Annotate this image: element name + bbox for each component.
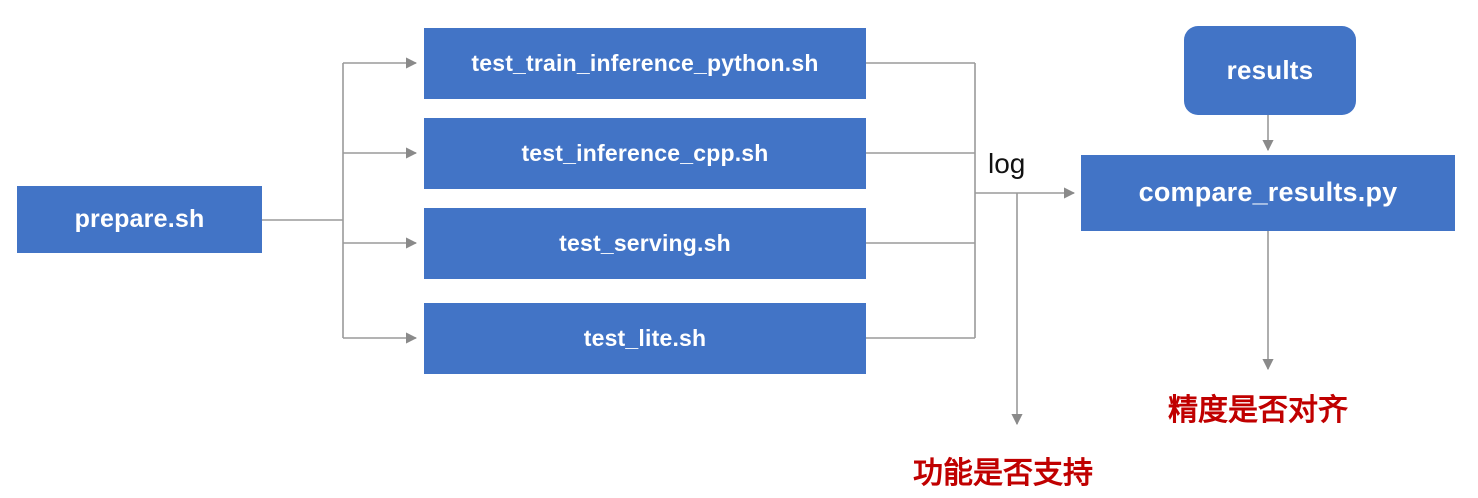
node-prepare-sh[interactable]: prepare.sh — [17, 186, 262, 253]
node-test-inference-cpp-sh[interactable]: test_inference_cpp.sh — [424, 118, 866, 189]
node-test-train-inference-python-sh[interactable]: test_train_inference_python.sh — [424, 28, 866, 99]
node-results-label: results — [1226, 55, 1314, 86]
edge-label-log: log — [988, 148, 1026, 179]
node-test-serving-sh-label: test_serving.sh — [559, 229, 731, 256]
node-test-lite-sh[interactable]: test_lite.sh — [424, 303, 866, 374]
node-test-serving-sh[interactable]: test_serving.sh — [424, 208, 866, 279]
node-test-train-inference-python-sh-label: test_train_inference_python.sh — [471, 49, 819, 76]
node-test-lite-sh-label: test_lite.sh — [583, 324, 707, 351]
node-compare-results-py-label: compare_results.py — [1138, 177, 1398, 208]
note-function-supported: 功能是否支持 — [913, 457, 1093, 490]
node-prepare-sh-label: prepare.sh — [74, 204, 205, 233]
node-compare-results-py[interactable]: compare_results.py — [1081, 155, 1455, 231]
node-test-inference-cpp-sh-label: test_inference_cpp.sh — [521, 139, 769, 166]
node-results[interactable]: results — [1184, 26, 1356, 115]
note-precision-aligned: 精度是否对齐 — [1168, 394, 1348, 427]
